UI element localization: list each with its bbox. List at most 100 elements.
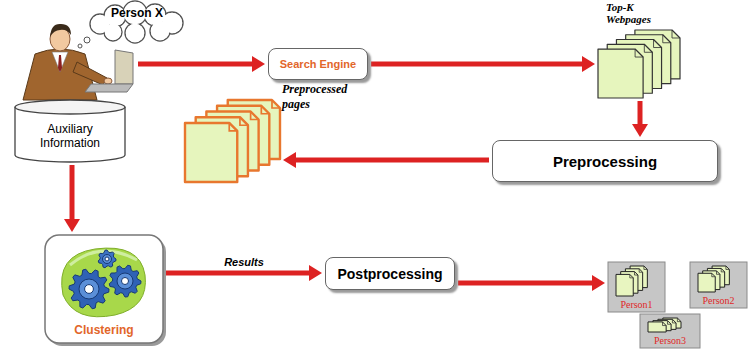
person-cluster-shape-part xyxy=(640,314,700,348)
user-figure-shape xyxy=(15,12,135,100)
person-figure-part xyxy=(85,84,133,92)
person-figure-part xyxy=(104,78,112,84)
node-label: Search Engine xyxy=(280,58,356,70)
thought-cloud-part xyxy=(78,44,82,48)
person-cluster-shape-part-part-part xyxy=(667,321,671,325)
flow-arrow xyxy=(283,152,489,168)
person-cluster-shape-part-part xyxy=(640,314,700,348)
node-label: Preprocessing xyxy=(553,153,657,170)
person-cluster: Person1 xyxy=(608,262,665,312)
person-cluster: Person2 xyxy=(690,262,747,308)
person-figure-part xyxy=(52,52,68,72)
node-label: Auxiliary Information xyxy=(24,122,116,150)
clustering-module-shape-part-part xyxy=(109,265,141,297)
clustering-module-shape-part-part xyxy=(45,235,163,343)
thought-cloud xyxy=(78,1,183,48)
person-figure xyxy=(23,24,133,100)
person-cluster-shape-part-part-part xyxy=(639,269,642,272)
thought-cloud-part xyxy=(84,37,90,43)
person-label: Person3 xyxy=(654,335,686,346)
edge-label: Results xyxy=(222,256,266,268)
process-box: Preprocessing xyxy=(492,140,718,182)
person-cluster-shape-part-part xyxy=(698,266,729,292)
database-cylinder-shape-part xyxy=(15,100,125,162)
person-cluster-shape-part-part-part xyxy=(672,319,676,323)
page-stack: Top-K Webpages xyxy=(598,30,680,98)
person-cluster-shape-part-part-part xyxy=(630,274,633,277)
person-cluster-shape-part-part xyxy=(616,266,647,296)
node-label: Person X xyxy=(95,6,179,20)
arrow-shaft xyxy=(138,62,253,67)
database-cylinder-shape-part-part xyxy=(15,107,125,162)
clustering-module-shape-part-part xyxy=(105,257,109,261)
user-figure-shape-part xyxy=(23,1,183,100)
thought-cloud-part xyxy=(125,23,145,43)
clustering-module-shape-part-part xyxy=(121,277,128,284)
person-cluster-shape-part-part-part xyxy=(698,273,715,292)
page-stack-shape-part-part xyxy=(654,40,662,48)
person-cluster-shape-part-part-part xyxy=(726,266,729,269)
arrow-shaft xyxy=(638,101,643,125)
node-label: Postprocessing xyxy=(337,266,442,282)
page-stack-shape-part-part xyxy=(598,49,643,98)
arrow-head xyxy=(592,275,605,291)
process-box: Search Engine xyxy=(268,48,368,80)
thought-cloud-part xyxy=(151,22,169,40)
person-cluster-shape-part-part-part xyxy=(634,272,637,275)
user-figure: Person X xyxy=(15,12,135,100)
person-cluster-shape-part-part-part xyxy=(716,271,719,274)
arrow-shaft xyxy=(458,281,593,286)
page-stack-shape xyxy=(598,30,680,98)
clustering-module-shape-part-part xyxy=(85,285,94,294)
flow-arrow xyxy=(138,56,265,72)
clustering-module: Clustering xyxy=(45,235,163,343)
arrow-head xyxy=(309,265,322,281)
person-cluster-shape-part-part xyxy=(608,262,665,312)
person-cluster-shape-part-part-part xyxy=(644,266,647,269)
process-box: Postprocessing xyxy=(325,257,455,290)
arrow-head xyxy=(582,56,595,72)
flow-arrow xyxy=(632,101,648,137)
page-stack-shape-part xyxy=(185,100,280,182)
person-cluster-shape-part-part-part xyxy=(663,322,667,326)
clustering-module-shape-part-part xyxy=(62,248,146,317)
database-cylinder-shape-part-part xyxy=(15,100,125,114)
flow-arrow xyxy=(371,56,595,72)
arrow-head xyxy=(252,56,265,72)
page-stack-shape-part-part xyxy=(261,106,269,114)
person-figure-part xyxy=(50,24,71,37)
person-cluster-shape-part-part-part xyxy=(616,274,633,296)
node-label: Clustering xyxy=(45,323,163,337)
person-cluster-shape-part-part xyxy=(690,262,747,308)
flow-arrow xyxy=(458,275,605,291)
arrow-head xyxy=(64,219,80,232)
page-stack-shape-part-part xyxy=(229,123,237,131)
page-stack-shape-part-part xyxy=(251,111,259,119)
person-label: Person2 xyxy=(702,295,734,306)
clustering-module-shape-part-part xyxy=(103,255,112,264)
page-stack-shape-part-part xyxy=(672,30,680,38)
page-stack-shape-part-part xyxy=(185,123,237,182)
person-label: Person1 xyxy=(620,299,652,310)
node-label: Preprocessed pages xyxy=(282,82,374,112)
page-stack-shape xyxy=(185,100,280,182)
page-stack-shape-part-part xyxy=(644,44,652,52)
thought-cloud-part xyxy=(105,24,121,40)
person-cluster-shape-part-part-part xyxy=(721,268,724,271)
person-figure-part xyxy=(115,50,133,84)
page-stack: Preprocessed pages xyxy=(185,100,280,182)
person-cluster-shape-part-part-part xyxy=(648,322,666,332)
arrow-shaft xyxy=(70,165,75,220)
database-cylinder: Auxiliary Information xyxy=(15,100,125,162)
node-label: Top-K Webpages xyxy=(606,1,678,25)
arrow-head xyxy=(283,152,296,168)
page-stack-shape-part-part xyxy=(272,100,280,108)
page-stack-shape-part-part xyxy=(663,35,671,43)
page-stack-shape-part-part xyxy=(635,49,643,57)
arrow-shaft xyxy=(295,158,489,163)
clustering-module-shape-part xyxy=(45,235,166,346)
person-figure-part xyxy=(58,55,62,72)
person-figure-part xyxy=(73,62,107,85)
